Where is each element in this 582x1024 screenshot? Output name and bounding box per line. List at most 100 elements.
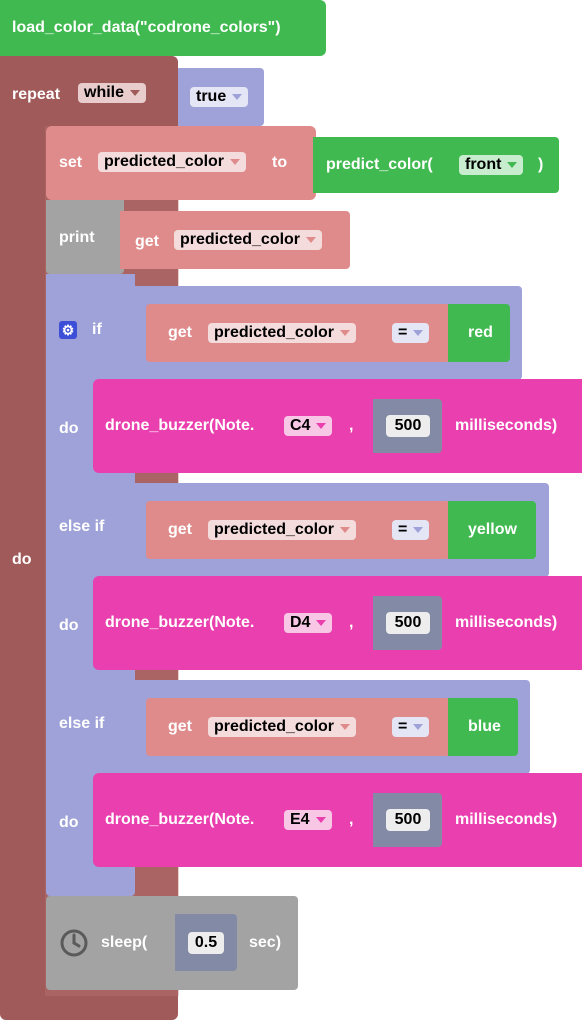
drone-buzzer-block-1[interactable]: drone_buzzer(Note. C4 , 500 milliseconds… xyxy=(93,379,582,473)
note-dropdown-1[interactable]: C4 xyxy=(284,416,333,436)
chevron-down-icon xyxy=(230,158,241,165)
color-literal-2[interactable]: yellow xyxy=(448,501,536,559)
print-get-label: get xyxy=(135,233,159,250)
drone-buzzer-block-2[interactable]: drone_buzzer(Note. D4 , 500 milliseconds… xyxy=(93,576,582,670)
operator-value-3: = xyxy=(398,718,408,735)
duration-block-2[interactable]: 500 xyxy=(373,596,442,650)
sleep-label: sleep( xyxy=(101,934,148,951)
compare-get-label-1: get xyxy=(168,324,192,341)
chevron-down-icon xyxy=(340,526,351,533)
compare-variable-value-3: predicted_color xyxy=(214,718,335,735)
predict-color-label: predict_color( xyxy=(326,156,433,173)
buzzer-call-label-2: drone_buzzer(Note. xyxy=(105,614,255,631)
bool-value: true xyxy=(196,88,227,105)
to-label: to xyxy=(272,154,288,171)
chevron-down-icon xyxy=(507,161,518,168)
set-label: set xyxy=(59,154,83,171)
chevron-down-icon xyxy=(340,723,351,730)
condition-true-block[interactable]: true xyxy=(178,68,264,126)
color-literal-3[interactable]: blue xyxy=(448,698,518,756)
compare-variable-dropdown-3[interactable]: predicted_color xyxy=(208,717,357,737)
else-if-label-2: else if xyxy=(59,715,105,732)
chevron-down-icon xyxy=(413,526,424,533)
sleep-unit-label: sec) xyxy=(249,934,282,951)
chevron-down-icon xyxy=(340,329,351,336)
duration-input-2[interactable]: 500 xyxy=(386,612,430,634)
print-block[interactable]: print xyxy=(46,200,124,274)
buzzer-comma-1: , xyxy=(349,417,354,434)
repeat-label: repeat xyxy=(12,86,61,103)
print-variable-value: predicted_color xyxy=(180,231,301,248)
buzzer-comma-3: , xyxy=(349,811,354,828)
color-literal-value-2: yellow xyxy=(468,521,517,538)
compare-block-3[interactable]: get predicted_color = xyxy=(146,698,450,756)
buzzer-call-label-3: drone_buzzer(Note. xyxy=(105,811,255,828)
chevron-down-icon xyxy=(316,422,327,429)
bool-dropdown[interactable]: true xyxy=(190,87,249,107)
sensor-value: front xyxy=(465,156,502,173)
operator-value-2: = xyxy=(398,521,408,538)
compare-block-1[interactable]: get predicted_color = xyxy=(146,304,450,362)
do-label-1: do xyxy=(59,420,79,437)
buzzer-comma-2: , xyxy=(349,614,354,631)
operator-value-1: = xyxy=(398,324,408,341)
set-variable-value: predicted_color xyxy=(104,153,225,170)
predict-close-paren: ) xyxy=(538,156,544,173)
sensor-dropdown[interactable]: front xyxy=(459,155,524,175)
clock-icon xyxy=(60,929,88,957)
note-value-1: C4 xyxy=(290,417,311,434)
chevron-down-icon xyxy=(130,89,141,96)
note-dropdown-3[interactable]: E4 xyxy=(284,810,332,830)
note-dropdown-2[interactable]: D4 xyxy=(284,613,333,633)
sleep-block[interactable]: sleep( 0.5 sec) xyxy=(46,896,298,990)
duration-block-3[interactable]: 500 xyxy=(373,793,442,847)
buzzer-unit-2: milliseconds) xyxy=(455,614,558,631)
buzzer-call-label-1: drone_buzzer(Note. xyxy=(105,417,255,434)
chevron-down-icon xyxy=(413,723,424,730)
do-label-2: do xyxy=(59,617,79,634)
duration-block-1[interactable]: 500 xyxy=(373,399,442,453)
chevron-down-icon xyxy=(232,93,243,100)
repeat-mode-value: while xyxy=(84,84,125,101)
buzzer-unit-3: milliseconds) xyxy=(455,811,558,828)
operator-dropdown-1[interactable]: = xyxy=(392,323,430,343)
else-if-label-1: else if xyxy=(59,518,105,535)
sleep-value-block[interactable]: 0.5 xyxy=(175,914,237,971)
load-color-data-label: load_color_data("codrone_colors") xyxy=(12,19,281,36)
color-literal-value-1: red xyxy=(468,324,493,341)
loop-do-label: do xyxy=(12,551,32,568)
duration-input-3[interactable]: 500 xyxy=(386,809,430,831)
sleep-value-input[interactable]: 0.5 xyxy=(188,932,224,954)
if-label: if xyxy=(92,321,102,338)
chevron-down-icon xyxy=(413,329,424,336)
operator-dropdown-2[interactable]: = xyxy=(392,520,430,540)
compare-get-label-2: get xyxy=(168,521,192,538)
compare-variable-value-1: predicted_color xyxy=(214,324,335,341)
gear-icon[interactable]: ⚙ xyxy=(59,321,77,339)
color-literal-1[interactable]: red xyxy=(448,304,510,362)
chevron-down-icon xyxy=(315,816,326,823)
print-get-block[interactable]: get predicted_color xyxy=(120,211,350,269)
do-label-3: do xyxy=(59,814,79,831)
compare-block-2[interactable]: get predicted_color = xyxy=(146,501,450,559)
chevron-down-icon xyxy=(306,236,317,243)
print-variable-dropdown[interactable]: predicted_color xyxy=(174,230,323,250)
load-color-data-block[interactable]: load_color_data("codrone_colors") xyxy=(0,0,326,56)
buzzer-unit-1: milliseconds) xyxy=(455,417,558,434)
operator-dropdown-3[interactable]: = xyxy=(392,717,430,737)
color-literal-value-3: blue xyxy=(468,718,501,735)
compare-variable-dropdown-2[interactable]: predicted_color xyxy=(208,520,357,540)
set-variable-block[interactable]: set predicted_color to xyxy=(46,126,316,200)
repeat-mode-dropdown[interactable]: while xyxy=(78,83,147,103)
note-value-2: D4 xyxy=(290,614,311,631)
drone-buzzer-block-3[interactable]: drone_buzzer(Note. E4 , 500 milliseconds… xyxy=(93,773,582,867)
predict-color-block[interactable]: predict_color( front ) xyxy=(313,137,559,193)
note-value-3: E4 xyxy=(290,811,310,828)
compare-get-label-3: get xyxy=(168,718,192,735)
print-label: print xyxy=(59,229,95,246)
duration-input-1[interactable]: 500 xyxy=(386,415,430,437)
set-variable-dropdown[interactable]: predicted_color xyxy=(98,152,247,172)
chevron-down-icon xyxy=(316,619,327,626)
compare-variable-value-2: predicted_color xyxy=(214,521,335,538)
compare-variable-dropdown-1[interactable]: predicted_color xyxy=(208,323,357,343)
